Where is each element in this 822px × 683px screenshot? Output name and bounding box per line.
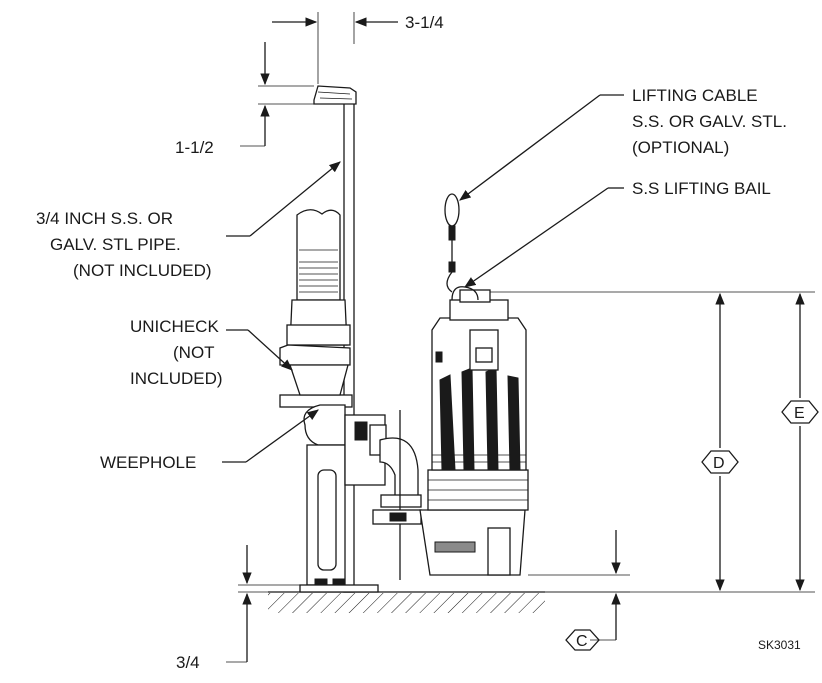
unicheck-callout: UNICHECK (NOT INCLUDED) (130, 317, 293, 388)
bail-label: S.S LIFTING BAIL (632, 179, 771, 198)
lifting-cable (444, 193, 460, 293)
pipe-label-line1: 3/4 INCH S.S. OR (36, 209, 173, 228)
pipe-callout: 3/4 INCH S.S. OR GALV. STL PIPE. (NOT IN… (36, 161, 341, 280)
dimension-base-clearance: 3/4 (176, 545, 300, 672)
dimension-top-offset: 3-1/4 (272, 12, 444, 84)
dimension-e: E (781, 292, 819, 592)
discharge-pipe (296, 209, 341, 301)
pipe-label-line3: (NOT INCLUDED) (73, 261, 212, 280)
pump-top-cap (449, 289, 509, 321)
lifting-bail-callout: S.S LIFTING BAIL (464, 179, 771, 288)
unicheck-label-line3: INCLUDED) (130, 369, 223, 388)
guide-rail-coupling (344, 410, 422, 580)
callout-c: C (576, 633, 588, 650)
dimension-c: C (528, 530, 630, 651)
dimension-bracket-height: 1-1/2 (175, 42, 314, 157)
cable-label-line2: S.S. OR GALV. STL. (632, 112, 787, 131)
upper-bracket (313, 85, 357, 105)
weephole-label: WEEPHOLE (100, 453, 196, 472)
base-clearance-label: 3/4 (176, 653, 200, 672)
sheet-id: SK3031 (758, 638, 801, 652)
cable-label-line1: LIFTING CABLE (632, 86, 758, 105)
discharge-elbow (299, 404, 379, 593)
pump-base (372, 509, 526, 576)
dimension-d: D (490, 291, 815, 593)
unicheck-label-line2: (NOT (173, 343, 215, 362)
pipe-label-line2: GALV. STL PIPE. (50, 235, 181, 254)
bracket-height-label: 1-1/2 (175, 138, 214, 157)
unicheck-label-line1: UNICHECK (130, 317, 219, 336)
lifting-cable-callout: LIFTING CABLE S.S. OR GALV. STL. (OPTION… (459, 86, 787, 201)
top-offset-label: 3-1/4 (405, 13, 444, 32)
pump-body (427, 317, 529, 511)
callout-e: E (794, 405, 805, 422)
weephole-callout: WEEPHOLE (100, 409, 319, 472)
cable-label-line3: (OPTIONAL) (632, 138, 729, 157)
floor (268, 591, 545, 613)
callout-d: D (713, 455, 725, 472)
unicheck-valve (279, 299, 353, 408)
